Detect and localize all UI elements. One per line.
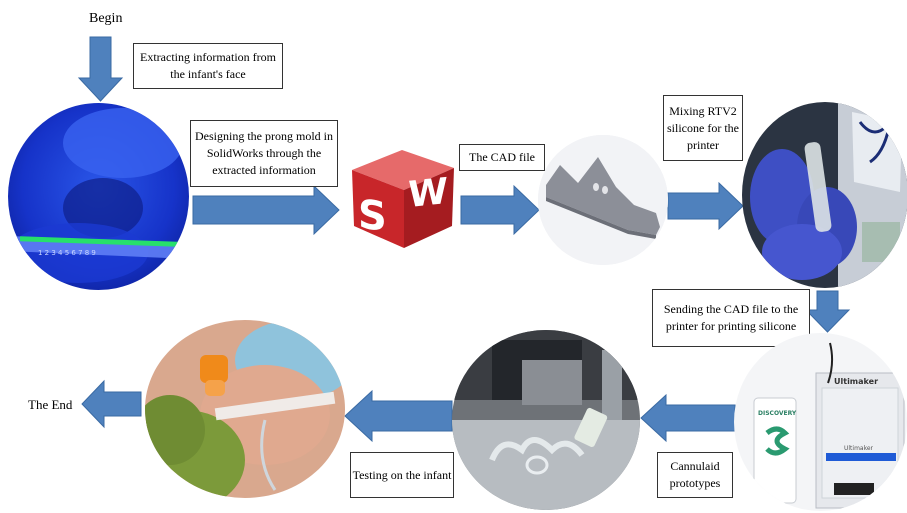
box-extracting-info: Extracting information from the infant's… xyxy=(133,43,283,89)
solidworks-letter-s: S xyxy=(358,192,387,241)
photo-3d-printer: Ultimaker Ultimaker DISCOVERY xyxy=(734,333,907,511)
box-designing-mold-text: Designing the prong mold in SolidWorks t… xyxy=(195,129,333,177)
cad-mold-shape xyxy=(538,135,668,265)
box-sending-cad: Sending the CAD file to the printer for … xyxy=(652,289,810,347)
box-cannulaid-prototypes: Cannulaid prototypes xyxy=(657,452,733,498)
arrow-left-to-end xyxy=(81,379,142,429)
printer-brand-label: Ultimaker xyxy=(834,377,878,386)
box-cannulaid-prototypes-text: Cannulaid prototypes xyxy=(669,459,721,490)
box-designing-mold: Designing the prong mold in SolidWorks t… xyxy=(190,120,338,187)
photo-cannulaid-prototypes xyxy=(452,330,640,510)
material-box-label: DISCOVERY xyxy=(758,410,797,417)
arrow-right-to-cad xyxy=(460,184,540,236)
infant-face-illustration: 1 2 3 4 5 6 7 8 9 xyxy=(8,103,189,290)
begin-label: Begin xyxy=(89,11,123,26)
arrow-right-to-mixing xyxy=(667,181,744,231)
cad-mold-render xyxy=(538,135,668,265)
box-extracting-info-text: Extracting information from the infant's… xyxy=(140,50,276,81)
photo-infant-testing xyxy=(145,320,345,498)
printer-illustration: Ultimaker Ultimaker DISCOVERY xyxy=(734,333,907,511)
box-mixing-silicone-text: Mixing RTV2 silicone for the printer xyxy=(667,103,739,152)
arrow-left-to-prototypes xyxy=(640,393,736,443)
photo-mixing-silicone xyxy=(742,102,907,288)
box-cad-file: The CAD file xyxy=(459,144,545,171)
box-cad-file-text: The CAD file xyxy=(469,150,535,164)
box-testing-infant: Testing on the infant xyxy=(350,452,454,498)
arrow-down-begin xyxy=(77,36,124,102)
printer-panel-label: Ultimaker xyxy=(844,445,874,452)
box-mixing-silicone: Mixing RTV2 silicone for the printer xyxy=(663,95,743,161)
solidworks-logo: S W xyxy=(342,140,460,252)
box-sending-cad-text: Sending the CAD file to the printer for … xyxy=(663,302,799,333)
prototypes-illustration xyxy=(452,330,640,510)
arrow-down-to-printer xyxy=(804,290,851,333)
arrow-right-to-solidworks xyxy=(192,184,340,236)
mixing-silicone-illustration xyxy=(742,102,907,288)
infant-testing-illustration xyxy=(145,320,345,498)
ruler-marks: 1 2 3 4 5 6 7 8 9 xyxy=(38,249,96,257)
box-testing-infant-text: Testing on the infant xyxy=(352,467,452,482)
solidworks-letter-w: W xyxy=(408,170,448,216)
photo-infant-face-measurement: 1 2 3 4 5 6 7 8 9 xyxy=(8,103,189,290)
end-label: The End xyxy=(28,397,73,412)
arrow-left-to-testing xyxy=(344,389,453,443)
